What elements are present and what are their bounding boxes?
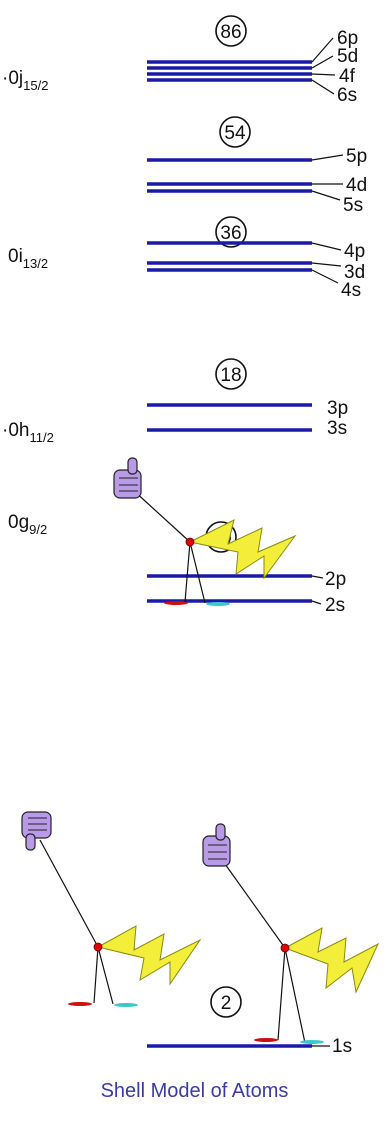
shell-86-levels xyxy=(147,60,312,82)
figure-foot-right xyxy=(206,602,230,606)
shell-36-leaders xyxy=(311,242,342,284)
thumb-down-icon xyxy=(21,811,52,851)
shell-18-levels xyxy=(147,403,312,432)
left-label-0j: ·0j15/2 xyxy=(2,68,48,93)
figure-bottom-left xyxy=(21,811,202,1007)
figure-leg-left xyxy=(184,541,191,603)
orbital-label-4f: 4f xyxy=(339,66,356,87)
magic-number-label: 2 xyxy=(221,993,232,1014)
orbital-label-4d: 4d xyxy=(346,175,367,196)
orbital-label-4s: 4s xyxy=(341,280,361,301)
figure-leg-left xyxy=(93,946,99,1004)
left-label-0g: 0g9/2 xyxy=(8,512,47,537)
orbital-label-5p: 5p xyxy=(346,146,367,167)
figure-top xyxy=(113,457,297,606)
orbital-label-6s: 6s xyxy=(337,85,357,106)
figure-foot-right xyxy=(114,1003,138,1007)
shell-36-levels xyxy=(147,241,312,272)
shell-10-levels xyxy=(147,574,312,603)
figure-foot-left xyxy=(68,1002,92,1006)
figure-leg-left xyxy=(277,947,286,1041)
orbital-label-2s: 2s xyxy=(325,595,345,616)
lightning-bolt-icon xyxy=(96,925,202,986)
figure-node xyxy=(185,537,195,547)
orbital-label-1s: 1s xyxy=(332,1036,352,1057)
figure-arm xyxy=(39,839,99,948)
figure-leg-right xyxy=(284,947,306,1044)
left-label-0h: ·0h11/2 xyxy=(2,420,54,445)
orbital-label-5d: 5d xyxy=(337,46,358,67)
orbital-label-4p: 4p xyxy=(344,241,365,262)
lightning-bolt-icon xyxy=(283,927,380,994)
magic-number-18: 18 xyxy=(215,358,247,390)
shell-10-leaders xyxy=(311,575,324,605)
figure-bottom-right xyxy=(202,823,380,1044)
orbital-label-2p: 2p xyxy=(325,569,346,590)
magic-number-label: 86 xyxy=(220,22,241,43)
orbital-label-3p: 3p xyxy=(327,398,348,419)
figure-node xyxy=(280,943,290,953)
magic-number-label: 36 xyxy=(220,223,241,244)
figure-node xyxy=(93,942,103,952)
lightning-bolt-icon xyxy=(188,519,297,580)
magic-number-86: 86 xyxy=(215,15,247,47)
shell-86-leaders xyxy=(311,37,336,95)
magic-number-54: 54 xyxy=(219,116,251,148)
figure-leg-right xyxy=(189,541,206,604)
thumb-up-icon xyxy=(202,823,231,867)
magic-number-2: 2 xyxy=(210,986,242,1018)
figure-foot-right xyxy=(300,1040,324,1044)
diagram-caption: Shell Model of Atoms xyxy=(100,1080,289,1102)
orbital-label-3s: 3s xyxy=(327,418,347,439)
magic-number-label: 54 xyxy=(224,123,246,144)
shell-54-levels xyxy=(147,158,312,193)
figure-foot-left xyxy=(254,1038,278,1042)
figure-arm xyxy=(219,856,286,949)
orbital-label-5s: 5s xyxy=(343,195,363,216)
figure-leg-right xyxy=(97,946,114,1005)
orbital-label-6p: 6p xyxy=(337,28,358,49)
shell-54-leaders xyxy=(311,154,344,201)
magic-number-label: 18 xyxy=(220,365,241,386)
left-label-0i: 0i13/2 xyxy=(8,246,48,271)
thumb-up-icon xyxy=(113,457,142,499)
orbital-label-3d: 3d xyxy=(344,262,365,283)
figure-foot-left xyxy=(164,601,188,605)
figure-arm xyxy=(132,489,191,543)
magic-number-36: 36 xyxy=(215,216,247,248)
